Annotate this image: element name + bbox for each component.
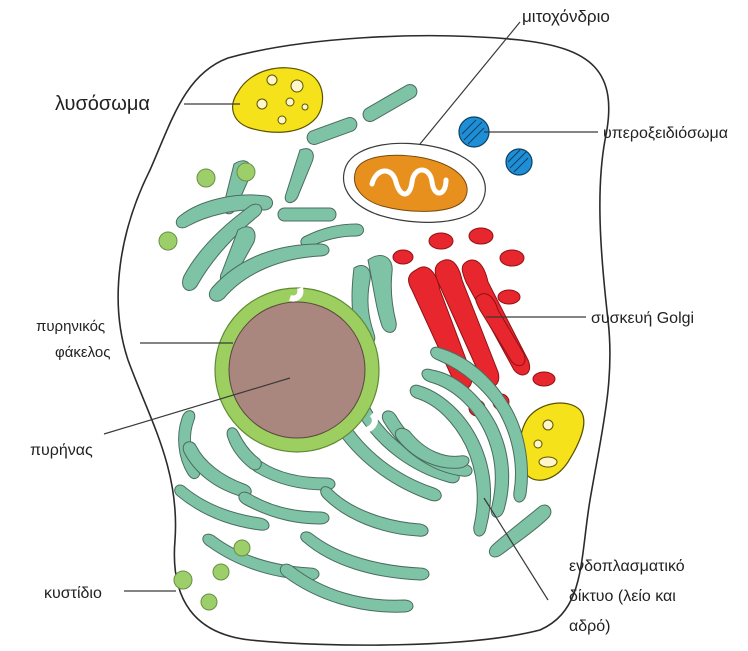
label-golgi: συσκευή Golgi: [591, 310, 694, 327]
label-er-3: αδρό): [569, 618, 610, 635]
label-nucleus: πυρήνας: [30, 442, 93, 459]
label-er-1: ενδοπλασματικό: [569, 558, 685, 575]
label-mitochondrion: μιτοχόνδριο: [522, 7, 610, 26]
label-nuclear-envelope-1: πυρηνικός: [36, 318, 105, 335]
nucleus: [215, 288, 379, 452]
label-lysosome: λυσόσωμα: [55, 93, 150, 115]
label-er-2: δίκτυο (λείο και: [569, 588, 676, 605]
label-vesicle: κυστίδιο: [44, 585, 102, 602]
label-peroxisome: υπεροξειδιόσωμα: [603, 125, 728, 142]
label-nuclear-envelope-2: φάκελος: [55, 344, 110, 361]
